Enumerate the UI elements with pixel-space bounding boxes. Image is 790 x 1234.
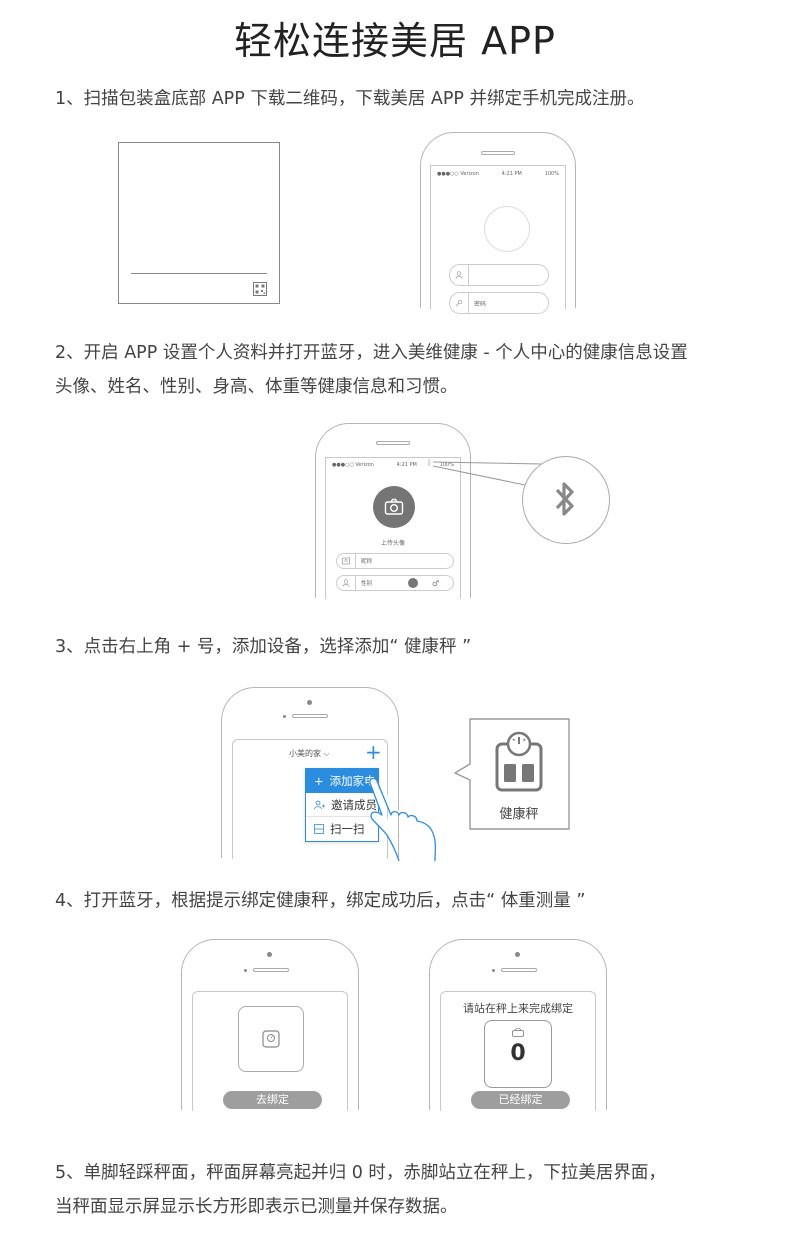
- home-selector[interactable]: 小美的家 ⌵: [289, 748, 330, 759]
- avatar-placeholder: [484, 206, 530, 252]
- menu-item-scan[interactable]: 扫一扫: [306, 817, 378, 841]
- bluetooth-callout-lines: [432, 461, 543, 486]
- plus-icon: +: [314, 774, 324, 788]
- page-title: 轻松连接美居 APP: [234, 19, 556, 63]
- scale-card: [238, 1006, 304, 1072]
- bluetooth-zoom-circle: [522, 456, 610, 544]
- device-label: 健康秤: [499, 807, 539, 822]
- scale-reading-card: 0: [484, 1020, 552, 1088]
- password-field[interactable]: 密码: [449, 292, 549, 314]
- password-label: 密码: [474, 300, 487, 308]
- female-radio[interactable]: [408, 578, 419, 588]
- phone-camera-dot: [515, 952, 520, 957]
- username-field[interactable]: [449, 264, 549, 286]
- phone-login: ●●●○○ Verizon 4:21 PM 100% 密码: [420, 132, 576, 314]
- phone-add-device: 小美的家 ⌵ + + 添加家电 邀请成员 扫一扫: [221, 687, 399, 859]
- male-icon[interactable]: ♂: [432, 578, 440, 588]
- phone-bind: 去绑定: [181, 939, 359, 1111]
- add-menu: + 添加家电 邀请成员 扫一扫: [305, 768, 379, 842]
- id-card-icon: [337, 554, 356, 568]
- phone-sensor-dot: [244, 969, 247, 972]
- scale-icon: [262, 1030, 280, 1048]
- time-text: 4:21 PM: [501, 171, 522, 177]
- phone-bound: 请站在秤上来完成绑定 0 已经绑定: [429, 939, 607, 1111]
- person-icon: [337, 576, 356, 590]
- status-bar: ●●●○○ Verizon 4:21 PM 100%: [326, 462, 460, 468]
- phone-speaker: [292, 714, 328, 718]
- go-bind-button[interactable]: 去绑定: [223, 1091, 322, 1109]
- menu-item-label: 扫一扫: [330, 822, 365, 836]
- hand-tap-icon: [369, 777, 437, 862]
- weight-reading: 0: [510, 1041, 526, 1066]
- phone-speaker: [501, 968, 537, 972]
- phone-sensor-dot: [492, 969, 495, 972]
- bluetooth-icon: [555, 482, 574, 516]
- menu-item-label: 添加家电: [329, 774, 376, 788]
- phone-sensor-dot: [283, 715, 286, 718]
- user-icon: [450, 265, 469, 285]
- qr-code-box: [118, 142, 280, 304]
- health-scale-icon: [494, 730, 544, 792]
- menu-item-invite-member[interactable]: 邀请成员: [306, 793, 378, 817]
- step-5-text: 5、单脚轻踩秤面，秤面屏幕亮起并归 0 时，赤脚站立在秤上，下拉美居界面，: [55, 1163, 666, 1183]
- add-user-icon: [314, 800, 325, 809]
- gender-label: 性别: [361, 581, 373, 587]
- step-2-text: 2、开启 APP 设置个人资料并打开蓝牙，进入美维健康 - 个人中心的健康信息设…: [55, 343, 688, 363]
- key-icon: [450, 293, 469, 313]
- step-2-text-cont: 头像、姓名、性别、身高、体重等健康信息和习惯。: [55, 377, 458, 397]
- phone-speaker: [376, 441, 410, 445]
- nickname-label: 昵称: [361, 559, 373, 565]
- upload-avatar-button[interactable]: [373, 486, 415, 528]
- step-1-text: 1、扫描包装盒底部 APP 下载二维码，下载美居 APP 并绑定手机完成注册。: [55, 89, 645, 109]
- nickname-field[interactable]: 昵称: [336, 553, 454, 569]
- scale-mini-icon: [512, 1028, 524, 1037]
- step-4-text: 4、打开蓝牙，根据提示绑定健康秤，绑定成功后，点击“ 体重测量 ”: [55, 891, 586, 911]
- step-3-text: 3、点击右上角 + 号，添加设备，选择添加“ 健康秤 ”: [55, 637, 472, 657]
- phone-speaker: [481, 151, 515, 155]
- menu-item-add-appliance[interactable]: + 添加家电: [306, 769, 378, 793]
- scan-icon: [314, 824, 324, 834]
- step-5-text-cont: 当秤面显示屏显示长方形即表示已测量并保存数据。: [55, 1197, 458, 1217]
- phone-screen: 去绑定: [192, 991, 348, 1111]
- upload-avatar-label: 上传头像: [380, 540, 405, 547]
- phone-screen: ●●●○○ Verizon 4:21 PM 100% 上传头像 昵称 性别 ♂: [325, 457, 461, 599]
- menu-item-label: 邀请成员: [331, 797, 377, 812]
- carrier-text: ●●●○○ Verizon: [437, 171, 479, 177]
- battery-text: 100%: [439, 462, 454, 468]
- battery-text: 100%: [544, 171, 559, 177]
- gender-field[interactable]: 性别 ♂: [336, 575, 454, 591]
- bound-button[interactable]: 已经绑定: [471, 1091, 570, 1109]
- qr-box-divider: [131, 273, 267, 274]
- time-text: 4:21 PM: [396, 462, 417, 468]
- phone-camera-dot: [267, 952, 272, 957]
- phone-screen: ●●●○○ Verizon 4:21 PM 100% 密码: [430, 165, 566, 314]
- phone-camera-dot: [307, 700, 312, 705]
- qr-code-icon: [253, 281, 267, 296]
- camera-icon: [384, 498, 404, 515]
- bluetooth-status-icon: ᛒ: [427, 458, 432, 467]
- phone-speaker: [253, 968, 289, 972]
- status-bar: ●●●○○ Verizon 4:21 PM 100%: [431, 171, 565, 177]
- phone-screen: 请站在秤上来完成绑定 0 已经绑定: [440, 991, 596, 1111]
- bind-prompt: 请站在秤上来完成绑定: [463, 1002, 573, 1015]
- chevron-down-icon: ⌵: [321, 749, 330, 758]
- add-plus-button[interactable]: +: [365, 740, 382, 764]
- phone-screen: 小美的家 ⌵ + + 添加家电 邀请成员 扫一扫: [232, 739, 388, 859]
- home-label: 小美的家: [289, 749, 321, 758]
- carrier-text: ●●●○○ Verizon: [332, 462, 374, 468]
- phone-profile: ●●●○○ Verizon 4:21 PM 100% 上传头像 昵称 性别 ♂: [315, 423, 471, 599]
